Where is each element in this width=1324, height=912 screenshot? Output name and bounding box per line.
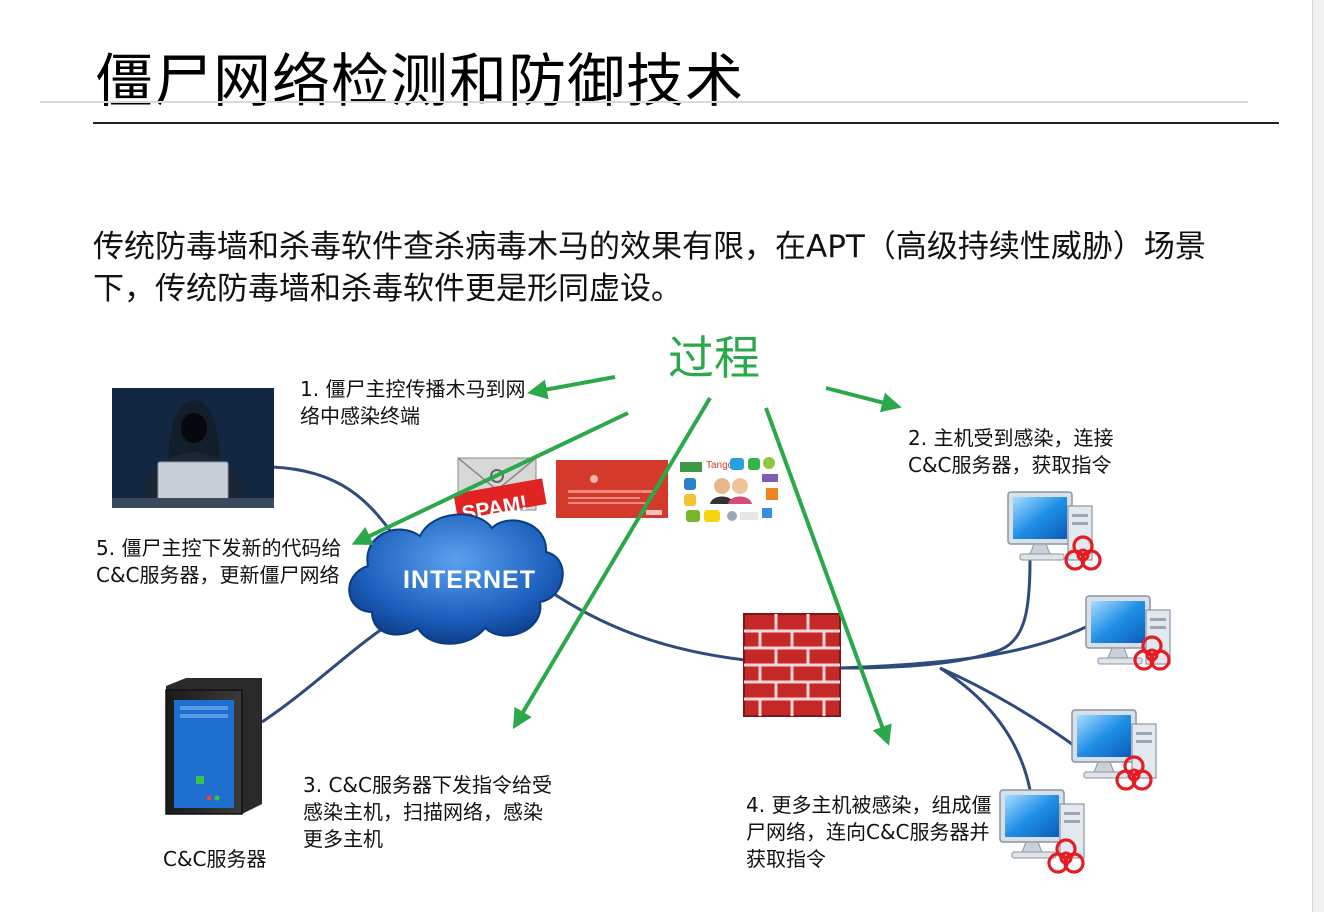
hacker-icon	[112, 388, 274, 508]
infected-pc-icon	[1085, 595, 1171, 671]
process-arrows	[351, 375, 902, 746]
alert-window-icon	[556, 460, 668, 518]
social-apps-icon: Tango	[680, 457, 778, 522]
title-divider	[93, 122, 1279, 124]
server-icon	[165, 678, 262, 815]
infected-pc-icon	[1007, 491, 1102, 571]
step-1-text: 1. 僵尸主控传播木马到网络中感染终端	[300, 377, 526, 428]
process-label: 过程	[668, 331, 760, 385]
firewall-icon	[743, 613, 841, 717]
cc-server-label: C&C服务器	[163, 847, 267, 871]
spam-mail-icon: SPAM!	[453, 457, 547, 526]
internet-cloud-icon: INTERNET	[348, 513, 564, 645]
step-5-text: 5. 僵尸主控下发新的代码给C&C服务器，更新僵尸网络	[96, 536, 342, 587]
window-edge	[1312, 0, 1324, 912]
infected-pc-icon	[999, 789, 1085, 874]
internet-label: INTERNET	[403, 566, 536, 594]
title-divider-light	[40, 101, 1248, 103]
intro-paragraph: 传统防毒墙和杀毒软件查杀病毒木马的效果有限，在APT（高级持续性威胁）场景下，传…	[93, 229, 1206, 307]
infected-pc-icon	[1071, 709, 1157, 791]
step-2-text: 2. 主机受到感染，连接C&C服务器，获取指令	[908, 426, 1114, 477]
svg-text:Tango: Tango	[706, 460, 734, 471]
page-title: 僵尸网络检测和防御技术	[95, 47, 745, 115]
step-4-text: 4. 更多主机被感染，组成僵尸网络，连向C&C服务器并获取指令	[746, 793, 992, 871]
step-3-text: 3. C&C服务器下发指令给受感染主机，扫描网络，感染更多主机	[303, 773, 552, 851]
